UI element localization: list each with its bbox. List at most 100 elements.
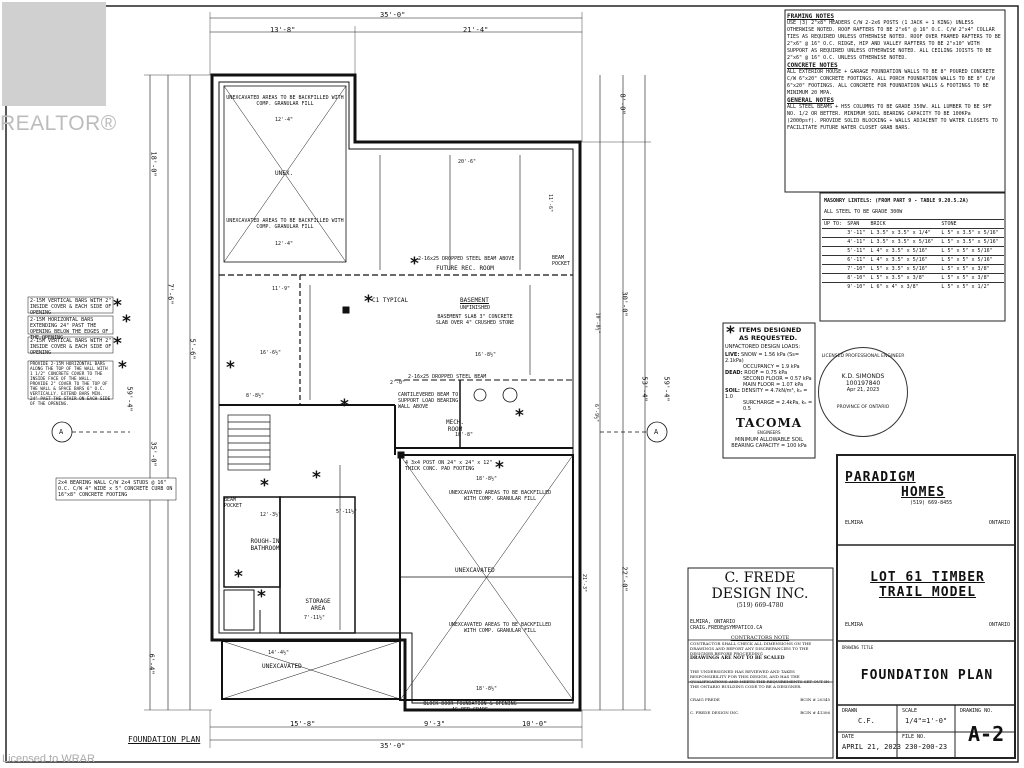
dim-inner-18: 5'-11½"	[336, 509, 358, 515]
dim-inner-12: 11'-6"	[547, 193, 554, 213]
room-basement-sub: UNFINISHED	[460, 305, 491, 311]
dim-inner-15: 10'-8½"	[594, 312, 601, 334]
realtor-text: REALTOR®	[0, 112, 117, 135]
masonry-header-upto: UP TO:	[822, 219, 846, 229]
asterisk: *	[364, 292, 373, 312]
room-unexcavated-bottom: UNEXCAVATED	[262, 663, 302, 670]
dim-inner-4: 16'-8½"	[475, 352, 497, 358]
loads-title: ITEMS DESIGNED AS REQUESTED.	[739, 326, 802, 342]
asterisk: *	[113, 334, 122, 354]
note-unex-right-1: UNEXCAVATED AREAS TO BE BACKFILLED WITH …	[448, 490, 552, 502]
left-note-2: 2-15M HORIZONTAL BARS EXTENDING 24" PAST…	[30, 317, 109, 341]
asterisk: *	[118, 358, 127, 378]
note-unex-right-2: UNEXCAVATED AREAS TO BE BACKFILLED WITH …	[448, 622, 552, 634]
client-name-1: PARADIGM	[845, 470, 916, 485]
note-c1: C1 TYPICAL	[372, 297, 409, 304]
project-line-2: TRAIL MODEL	[878, 585, 977, 600]
designer-phone: (519) 669-4780	[736, 602, 784, 609]
asterisk: *	[122, 312, 131, 332]
drawing-title: FOUNDATION PLAN	[860, 668, 994, 683]
designer-block: C. FREDE DESIGN INC. (519) 669-4780 ELMI…	[690, 570, 830, 715]
dim-bottom-overall: 35'-0"	[380, 742, 406, 750]
drawing-title-block: DRAWING TITLE FOUNDATION PLAN	[842, 645, 1012, 683]
license-text: Licensed to WRAR	[2, 753, 95, 765]
dim-inner-13: 16'-6½"	[260, 350, 282, 356]
masonry-header-stone: STONE	[939, 219, 1004, 229]
note-basement-slab: BASEMENT SLAB 3" CONCRETE SLAB OVER 4" C…	[435, 314, 515, 326]
tacoma-logo: TACOMA	[735, 416, 803, 430]
dim-right-top: 8'-0"	[618, 93, 627, 115]
table-row: 5'-11"L 4" x 3.5" x 5/16"L 5" x 5" x 5/1…	[822, 246, 1004, 256]
drawing-number: A-2	[968, 722, 1005, 746]
client-phone: (519) 669-8455	[910, 500, 953, 506]
dim-inner-16: 6'-9½"	[593, 403, 600, 423]
masonry-sub: ALL STEEL TO BE GRADE 300W	[824, 209, 903, 215]
no-scale-note: DRAWINGS ARE NOT TO BE SCALED	[690, 656, 785, 661]
table-row: 3'-11"L 3.5" x 3.5" x 1/4"L 5" x 3.5" x …	[822, 228, 1004, 238]
dim-inner-5: 18'-8"	[455, 432, 474, 438]
general-notes-body: ALL STEEL BEAMS + H55 COLUMNS TO BE GRAD…	[787, 104, 998, 131]
concrete-notes-title: CONCRETE NOTES	[787, 62, 838, 69]
asterisk: *	[726, 323, 735, 343]
realtor-watermark: REALTOR®	[0, 0, 118, 140]
dim-inner-11: 11'-9"	[272, 286, 291, 292]
asterisk: *	[312, 468, 321, 488]
dim-left-low2: 6'-4"	[147, 653, 156, 675]
left-note-3: 2-15M VERTICAL BARS WITH 2" INSIDE COVER…	[30, 338, 112, 356]
dim-left-mid2: 5'-6"	[188, 338, 197, 360]
contractor-note-title: CONTRACTORS NOTE	[730, 635, 790, 641]
designer-email: CRAIG.FREDE@SYMPATICO.CA	[690, 625, 763, 631]
dim-top-left: 13'-8"	[270, 26, 296, 34]
left-note-1: 2-15M VERTICAL BARS WITH 2" INSIDE COVER…	[30, 298, 112, 316]
dim-right-low: 22'-0"	[620, 566, 629, 592]
framing-notes: FRAMING NOTES USE (3) 2"x8" HEADERS C/W …	[787, 13, 1002, 132]
sheet-border	[5, 5, 1019, 763]
dim-top-overall: 35'-0"	[380, 11, 406, 19]
dim-bottom-right: 10'-0"	[522, 720, 548, 728]
dim-inner-2: 12'-4"	[275, 241, 294, 247]
room-future-rec: FUTURE REC. ROOM	[436, 265, 494, 272]
dim-inner-17: 21'-3"	[581, 573, 588, 593]
table-row: 9'-10"L 6" x 4" x 3/8"L 5" x 5" x 1/2"	[822, 282, 1004, 291]
designer-city: ELMIRA, ONTARIO	[690, 619, 736, 625]
table-row: 7'-10"L 5" x 3.5" x 5/16"L 5" x 5" x 3/8…	[822, 264, 1004, 274]
note-beam-pocket: BEAM POCKET	[224, 497, 243, 509]
table-row: 8'-10"L 5" x 3.5" x 3/8"L 5" x 5" x 3/8"	[822, 273, 1004, 283]
asterisk: *	[515, 406, 524, 426]
dim-bottom-left: 15'-8"	[290, 720, 316, 728]
masonry-lintels-table: MASONRY LINTELS: (FROM PART 9 - TABLE 9.…	[822, 195, 1004, 291]
dim-right-mid: 30'-0"	[620, 291, 629, 317]
table-row: 4'-11"L 3.5" x 3.5" x 5/16"L 5" x 3.5" x…	[822, 237, 1004, 247]
note-beam-pocket-2: BEAM POCKET	[552, 255, 571, 267]
general-notes-title: GENERAL NOTES	[787, 97, 834, 104]
dim-inner-8: 14'-4½"	[268, 650, 290, 656]
dim-inner-1: 12'-4"	[275, 117, 294, 123]
room-unex-top: UNEX.	[275, 170, 294, 177]
room-mech: MECH. ROOM	[445, 419, 465, 433]
asterisk: *	[226, 358, 235, 378]
design-loads: ITEMS DESIGNED AS REQUESTED. UNFACTORED …	[725, 326, 813, 449]
note-bearing-wall: 2x4 BEARING WALL C/W 2x4 STUDS @ 16" O.C…	[58, 480, 173, 498]
dim-right-total2: 59'-4"	[662, 376, 671, 402]
note-steel-beam: 2-16x25 DROPPED STEEL BEAM	[408, 374, 487, 380]
room-storage: STORAGE AREA	[305, 598, 331, 612]
drawing-date: APRIL 21, 2023	[842, 743, 902, 751]
designer-name-1: C. FREDE	[724, 570, 796, 586]
asterisk: *	[257, 587, 266, 607]
engineer-seal: LICENSED PROFESSIONAL ENGINEER K.D. SIMO…	[818, 347, 908, 437]
dim-right-total: 53'-4"	[640, 376, 649, 402]
dim-inner-9: 7'-11½"	[304, 615, 326, 621]
left-note-4: PROVIDE 2-15M HORIZONTAL BARS ALONG THE …	[30, 362, 111, 407]
dim-left-top: 18'-0"	[149, 151, 158, 177]
room-basement: BASEMENT	[460, 297, 489, 304]
section-marker-right: A	[654, 428, 659, 436]
dim-top-right: 21'-4"	[463, 26, 489, 34]
scale: 1/4"=1'-0"	[905, 717, 948, 725]
note-dropped-beam: 2-16x25 DROPPED STEEL BEAM ABOVE	[418, 256, 515, 262]
dim-inner-10: 12'-3½"	[260, 512, 282, 518]
asterisk: *	[234, 567, 243, 587]
dim-inner-14: 8'-8½"	[246, 393, 265, 399]
